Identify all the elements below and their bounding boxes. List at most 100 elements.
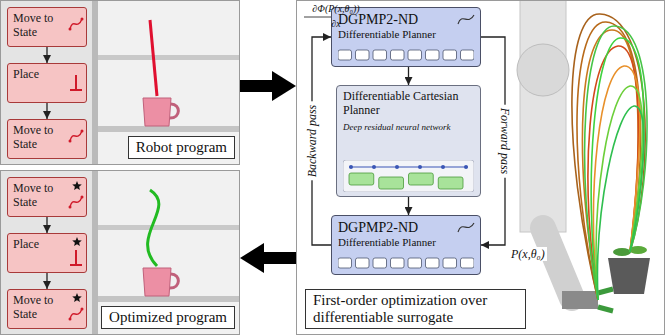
layer-block <box>443 258 457 268</box>
step-label: Move to State <box>13 294 66 322</box>
initial-trajectory <box>150 20 157 96</box>
residual-block <box>438 177 463 189</box>
gradient-formula: ∂x <box>331 18 340 30</box>
plan-symbol: P(x,θ₀) <box>509 247 547 261</box>
pass-label: Forward pass <box>498 105 512 178</box>
planner-box: DGPMP2-NDDifferentiable Planner <box>331 215 481 275</box>
residual-block <box>349 173 374 185</box>
layer-block <box>461 258 475 268</box>
flow-arrow <box>46 273 47 289</box>
shelf <box>98 55 240 60</box>
cartesian-planner-box: Differentiable Cartesian PlannerDeep res… <box>336 85 481 197</box>
network-dot <box>349 165 353 169</box>
trajectory <box>585 26 647 300</box>
network-dot <box>441 165 445 169</box>
program-step-box: Place <box>7 63 87 103</box>
cup <box>143 98 171 126</box>
plant-pot <box>608 258 650 294</box>
shelf <box>98 296 240 302</box>
step-label: Place <box>13 68 66 82</box>
scene-wall <box>98 170 240 335</box>
trajectory-dot <box>69 206 72 209</box>
scene-background <box>0 170 240 335</box>
layer-block <box>356 258 370 268</box>
trajectory-bundle <box>572 14 647 300</box>
flow-arrow <box>46 103 47 119</box>
program-panel: First-order optimization over differenti… <box>296 0 665 335</box>
layer-block <box>373 258 387 268</box>
program-step-box: Move to State <box>7 119 87 159</box>
layer-block <box>426 50 440 60</box>
planner-name: Differentiable Cartesian Planner <box>343 90 474 118</box>
cup <box>143 268 171 296</box>
planner-name: DGPMP2-ND <box>338 12 474 28</box>
gradient-formula: ∂Φ(P(x,θ₀)) <box>312 3 359 15</box>
network-path <box>349 167 468 168</box>
program-step-box: Place <box>7 233 87 273</box>
layer-block <box>356 50 370 60</box>
network-dot <box>372 165 376 169</box>
flow-arrow <box>46 47 47 63</box>
step-icons <box>67 9 85 47</box>
program-step-box: Move to State <box>7 289 87 329</box>
pass-label: Backward pass <box>305 102 319 181</box>
planner-subtitle: Differentiable Planner <box>338 236 474 249</box>
panel-caption: Robot program <box>128 136 235 159</box>
layer-block <box>373 50 387 60</box>
cabinet-side <box>92 0 98 165</box>
step-icons <box>67 65 85 103</box>
step-label: Place <box>13 238 66 252</box>
step-icons <box>67 179 85 217</box>
program-step-box: Move to State <box>7 177 87 217</box>
scene-background <box>0 0 240 165</box>
step-icons <box>67 121 85 159</box>
robot-link <box>543 228 572 298</box>
optimized-trajectory <box>148 190 159 266</box>
residual-block <box>379 177 404 189</box>
trajectory-curve <box>458 15 474 24</box>
trajectory-icon <box>70 131 82 141</box>
program-panel: Optimized programMove to StatePlaceMove … <box>0 170 240 335</box>
trajectory-dot <box>81 130 84 133</box>
step-icons <box>67 235 85 273</box>
trajectory <box>572 14 645 300</box>
layer-block <box>443 50 457 60</box>
trajectory-dot <box>69 28 72 31</box>
layer-block <box>338 258 352 268</box>
trajectory-dot <box>69 140 72 143</box>
network-band <box>343 160 474 192</box>
cup-handle <box>170 274 178 288</box>
layer-block <box>461 50 475 60</box>
panel-caption: Optimized program <box>101 306 235 329</box>
trajectory-icon <box>70 19 82 29</box>
robot-joint <box>517 44 569 96</box>
gripper-fingers <box>598 289 613 311</box>
trajectory-icon <box>70 309 82 319</box>
trajectory-dot <box>81 18 84 21</box>
planner-box: DGPMP2-NDDifferentiable Planner <box>331 7 481 67</box>
step-label: Move to State <box>13 124 66 152</box>
shelf <box>98 126 240 132</box>
layer-block <box>408 50 422 60</box>
layer-block <box>338 50 352 60</box>
trajectory <box>598 106 644 300</box>
program-panel: Robot programMove to StatePlaceMove to S… <box>0 0 240 165</box>
cabinet-side <box>92 170 98 335</box>
residual-block <box>409 173 434 185</box>
flow-arrow <box>46 217 47 233</box>
layer-block <box>391 50 405 60</box>
trajectory-icon <box>456 220 476 234</box>
trajectory-dot <box>81 308 84 311</box>
optimized-star <box>72 293 82 302</box>
network-dot <box>418 165 422 169</box>
network-diagram <box>343 160 474 192</box>
cup-handle <box>170 104 178 118</box>
layer-block <box>408 258 422 268</box>
panel-caption: First-order optimization over differenti… <box>305 289 526 330</box>
panel-background <box>296 0 665 335</box>
optimized-star <box>72 181 82 190</box>
layer-block <box>426 258 440 268</box>
step-label: Move to State <box>13 182 66 210</box>
block-arrow <box>240 80 272 92</box>
